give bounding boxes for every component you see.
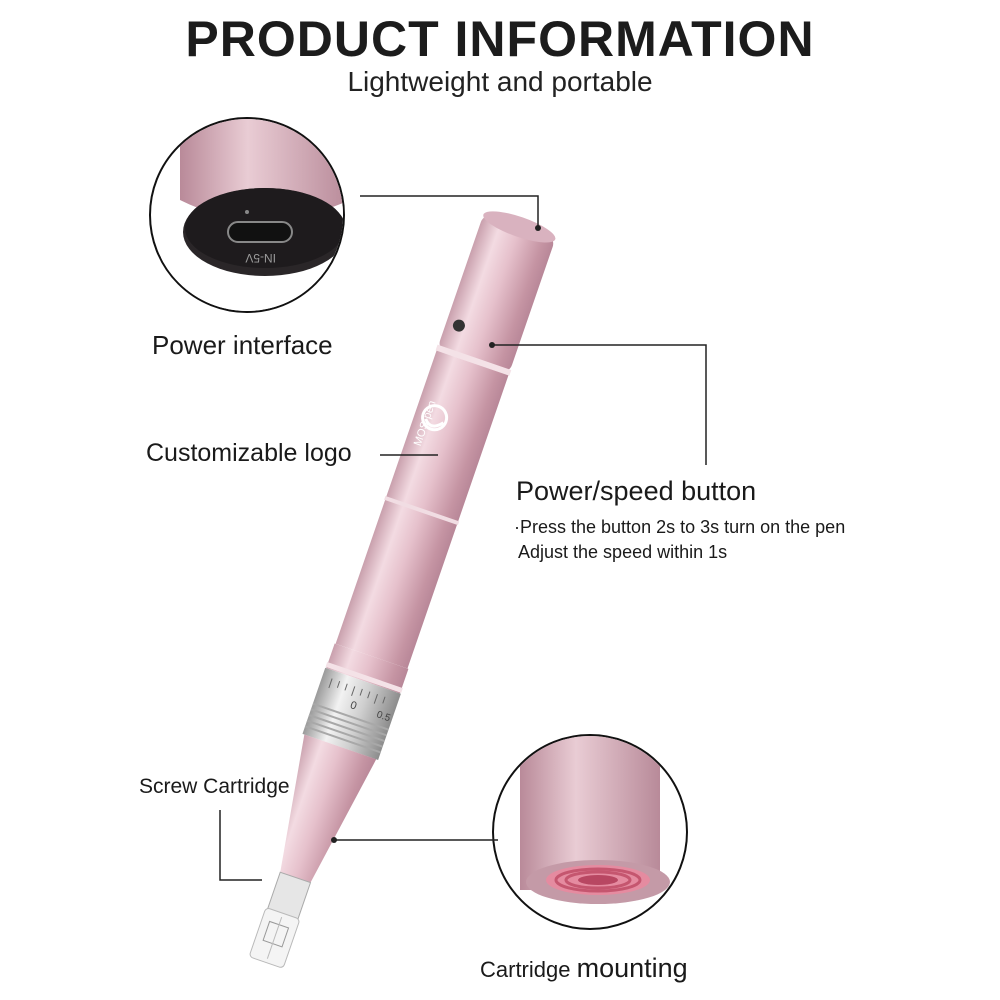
label-button-desc-1: ·Press the button 2s to 3s turn on the p… [514, 517, 846, 537]
label-cartridge-mounting-b: mounting [576, 953, 688, 983]
label-cartridge-mounting-a: Cartridge [480, 957, 577, 982]
port-marking: IN-5V [245, 251, 276, 265]
label-screw-cartridge: Screw Cartridge [139, 775, 290, 798]
dial-mark-05: 0.5 [375, 709, 392, 724]
callout-line-power-interface [360, 195, 539, 228]
page-subtitle: Lightweight and portable [347, 66, 653, 97]
callout-line-screw [219, 810, 262, 881]
cartridge-mounting-closeup [492, 734, 688, 930]
page-title: PRODUCT INFORMATION [185, 11, 815, 67]
label-button-desc-2: Adjust the speed within 1s [518, 542, 728, 562]
callout-line-button [492, 344, 707, 465]
pen: 0 0.5 MOS·pen [249, 211, 556, 968]
label-customizable-logo: Customizable logo [146, 439, 352, 467]
power-interface-closeup: IN-5V [149, 117, 345, 313]
label-cartridge-mounting: Cartridge mounting [480, 953, 688, 984]
label-power-interface: Power interface [152, 330, 333, 360]
dial-mark-0: 0 [349, 699, 359, 712]
label-power-speed-button: Power/speed button [516, 476, 757, 506]
